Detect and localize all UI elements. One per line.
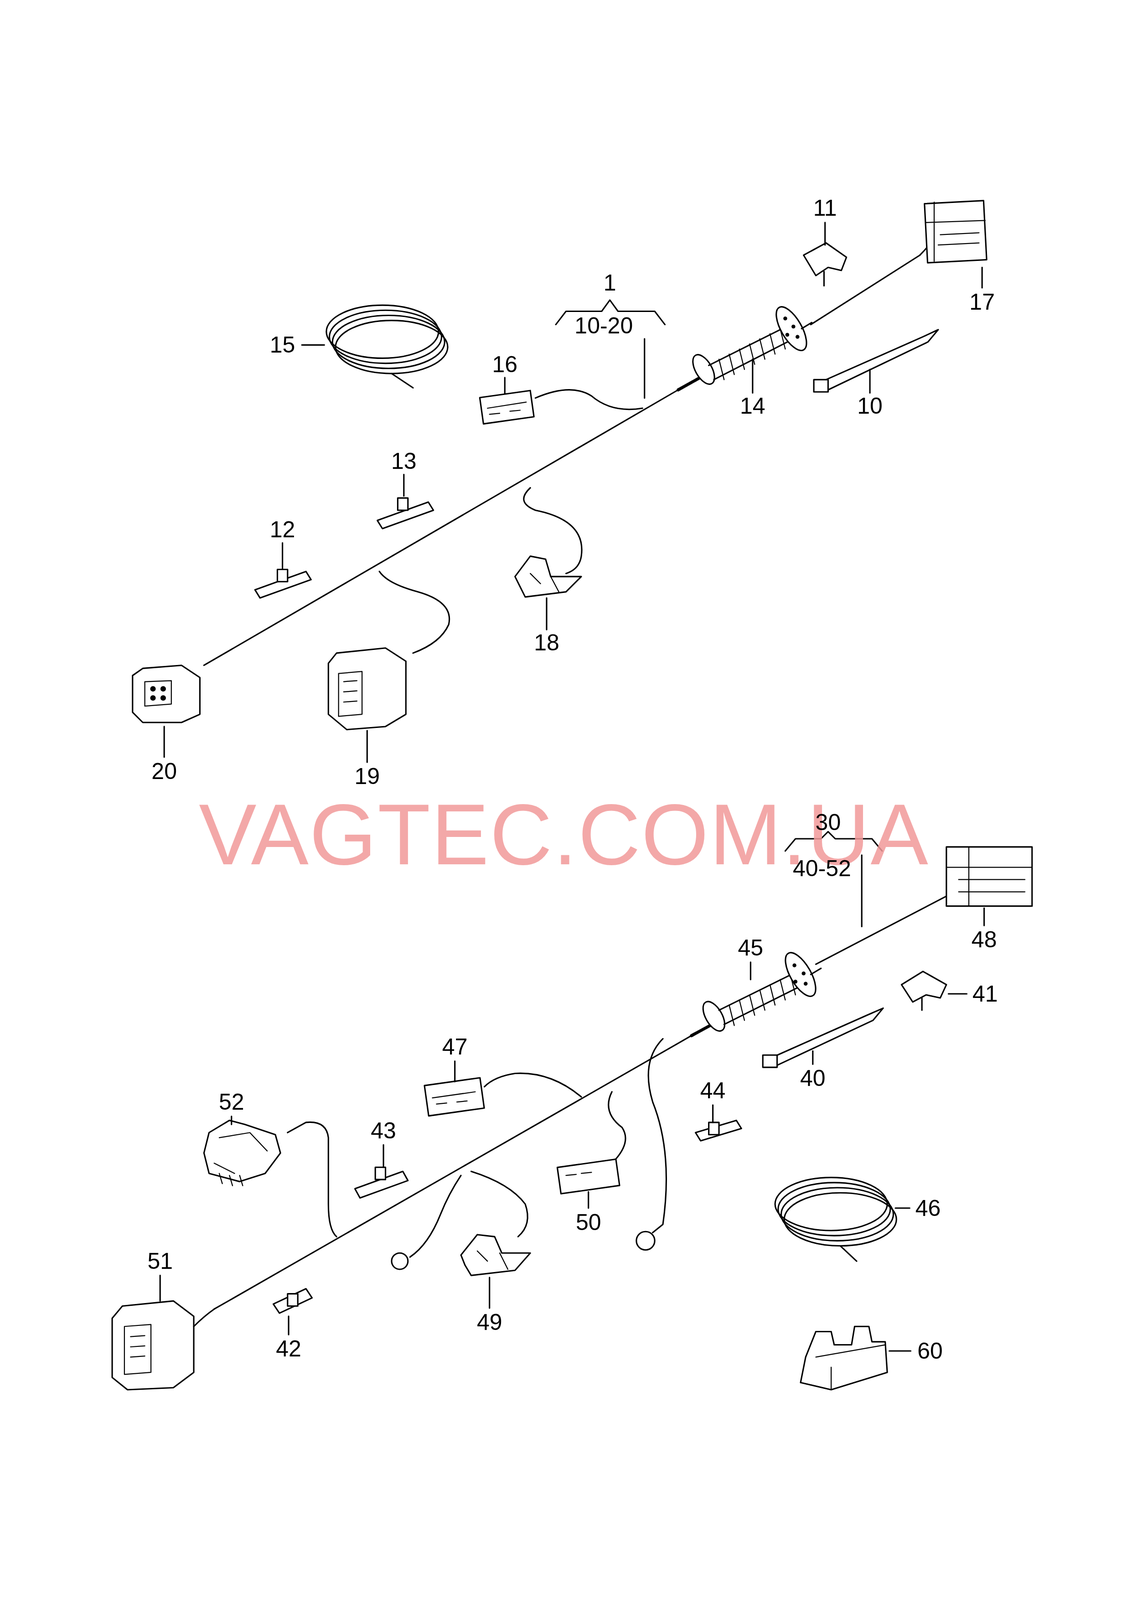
callout-number: 17: [969, 290, 995, 314]
callout-number: 20: [151, 759, 177, 783]
callout-number: 40: [800, 1066, 826, 1090]
callout-number: 48: [971, 927, 998, 951]
callout-number: 40-52: [792, 856, 852, 880]
callout-number: 45: [738, 935, 764, 959]
callout-number: 18: [533, 630, 560, 654]
callout-number: 44: [700, 1078, 726, 1102]
callout-number: 52: [218, 1090, 245, 1113]
callout-number: 51: [147, 1249, 173, 1272]
callout-number: 16: [491, 352, 518, 376]
callout-number: 14: [739, 394, 766, 418]
callout-number: 12: [269, 517, 296, 541]
callout-number: 1: [603, 271, 617, 295]
callout-number: 10: [857, 394, 883, 418]
callout-number: 11: [813, 196, 838, 220]
callout-number: 13: [391, 449, 417, 473]
callout-number: 15: [269, 333, 296, 357]
callout-number: 47: [442, 1034, 468, 1058]
top-harness: [132, 200, 987, 762]
callout-number: 19: [354, 764, 380, 788]
callout-number: 41: [972, 982, 998, 1005]
callout-number: 30: [815, 810, 842, 834]
callout-number: 10-20: [574, 314, 633, 337]
callout-number: 49: [476, 1310, 503, 1334]
callout-number: 46: [915, 1196, 941, 1220]
callout-number: 50: [575, 1210, 602, 1234]
bottom-harness: [112, 831, 1033, 1390]
callout-number: 43: [370, 1118, 397, 1142]
callout-number: 42: [275, 1336, 302, 1360]
callout-number: 60: [917, 1338, 943, 1362]
